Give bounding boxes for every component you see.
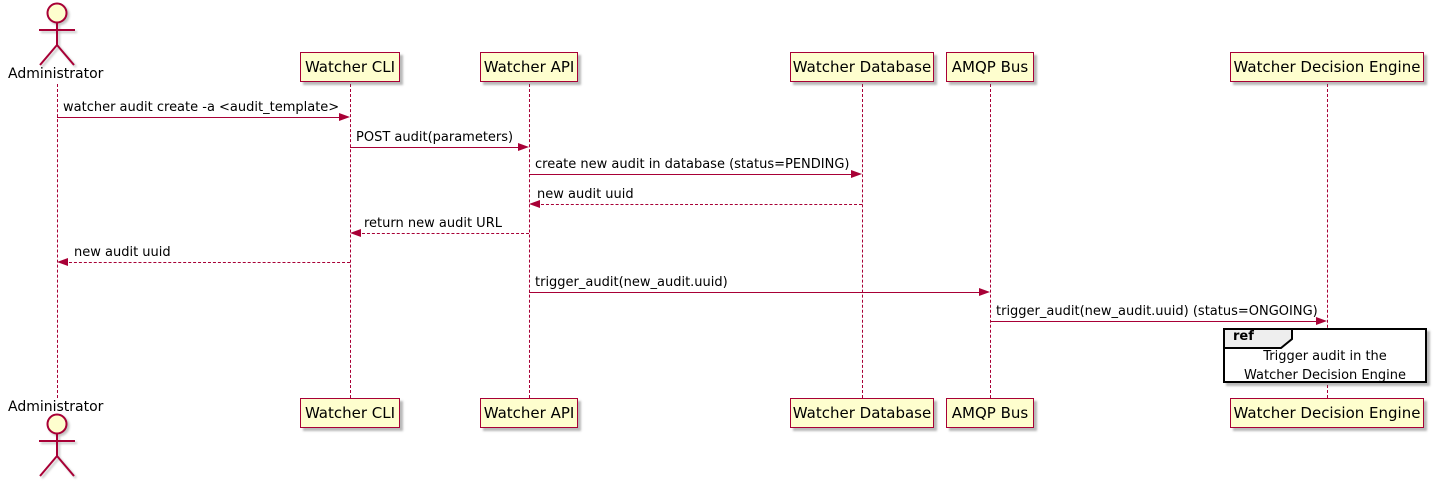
lifeline-watcher-cli [350,84,351,398]
participant-watcher-decision-engine-bottom: Watcher Decision Engine [1230,398,1424,428]
participant-label: AMQP Bus [951,404,1029,422]
ref-text: Trigger audit in the Watcher Decision En… [1225,347,1425,385]
participant-amqp-bus-top: AMQP Bus [946,52,1034,82]
participant-watcher-cli-top: Watcher CLI [300,52,400,82]
arrowhead-icon [851,170,862,178]
participant-label: Watcher Database [792,404,932,422]
message-line [357,233,529,234]
ref-fragment: ref Trigger audit in the Watcher Decisio… [1223,328,1427,383]
participant-amqp-bus-bottom: AMQP Bus [946,398,1034,428]
arrowhead-icon [518,143,529,151]
arrowhead-icon [350,229,361,237]
ref-tab-label: ref [1233,329,1254,344]
message-label: new audit uuid [74,245,171,260]
message-line [536,204,862,205]
participant-label: Watcher CLI [304,404,396,422]
ref-tab: ref [1223,328,1295,354]
actor-label-top: Administrator [8,66,104,82]
participant-watcher-cli-bottom: Watcher CLI [300,398,400,428]
message-label: POST audit(parameters) [356,130,514,145]
participant-watcher-database-top: Watcher Database [790,52,934,82]
message-line [64,262,350,263]
message-label: return new audit URL [364,216,502,231]
lifeline-amqp-bus [990,84,991,398]
arrowhead-icon [57,258,68,266]
participant-watcher-api-bottom: Watcher API [480,398,578,428]
lifeline-watcher-decision-engine [1327,84,1328,398]
participant-watcher-decision-engine-top: Watcher Decision Engine [1230,52,1424,82]
message-line [529,174,856,175]
ref-text-line: Watcher Decision Engine [1244,368,1406,383]
message-label: trigger_audit(new_audit.uuid) [535,275,728,290]
participant-label: Watcher API [483,58,575,76]
message-line [57,117,344,118]
actor-icon [27,2,87,72]
participant-label: Watcher Decision Engine [1233,58,1421,76]
participant-label: Watcher Database [792,58,932,76]
participant-label: Watcher CLI [304,58,396,76]
participant-label: AMQP Bus [951,58,1029,76]
arrowhead-icon [979,288,990,296]
message-line [990,321,1321,322]
message-label: create new audit in database (status=PEN… [535,157,850,172]
arrowhead-icon [529,200,540,208]
message-label: new audit uuid [537,187,634,202]
message-label: watcher audit create -a <audit_template> [63,100,340,115]
participant-label: Watcher Decision Engine [1233,404,1421,422]
lifeline-watcher-database [862,84,863,398]
message-line [350,147,523,148]
message-label: trigger_audit(new_audit.uuid) (status=ON… [996,304,1318,319]
arrowhead-icon [339,113,350,121]
arrowhead-icon [1316,317,1327,325]
participant-label: Watcher API [483,404,575,422]
actor-label-bottom: Administrator [8,399,104,415]
participant-watcher-api-top: Watcher API [480,52,578,82]
lifeline-administrator [57,84,58,398]
participant-watcher-database-bottom: Watcher Database [790,398,934,428]
ref-text-line: Trigger audit in the [1263,349,1387,364]
message-line [529,292,984,293]
actor-icon [27,413,87,483]
lifeline-watcher-api [529,84,530,398]
